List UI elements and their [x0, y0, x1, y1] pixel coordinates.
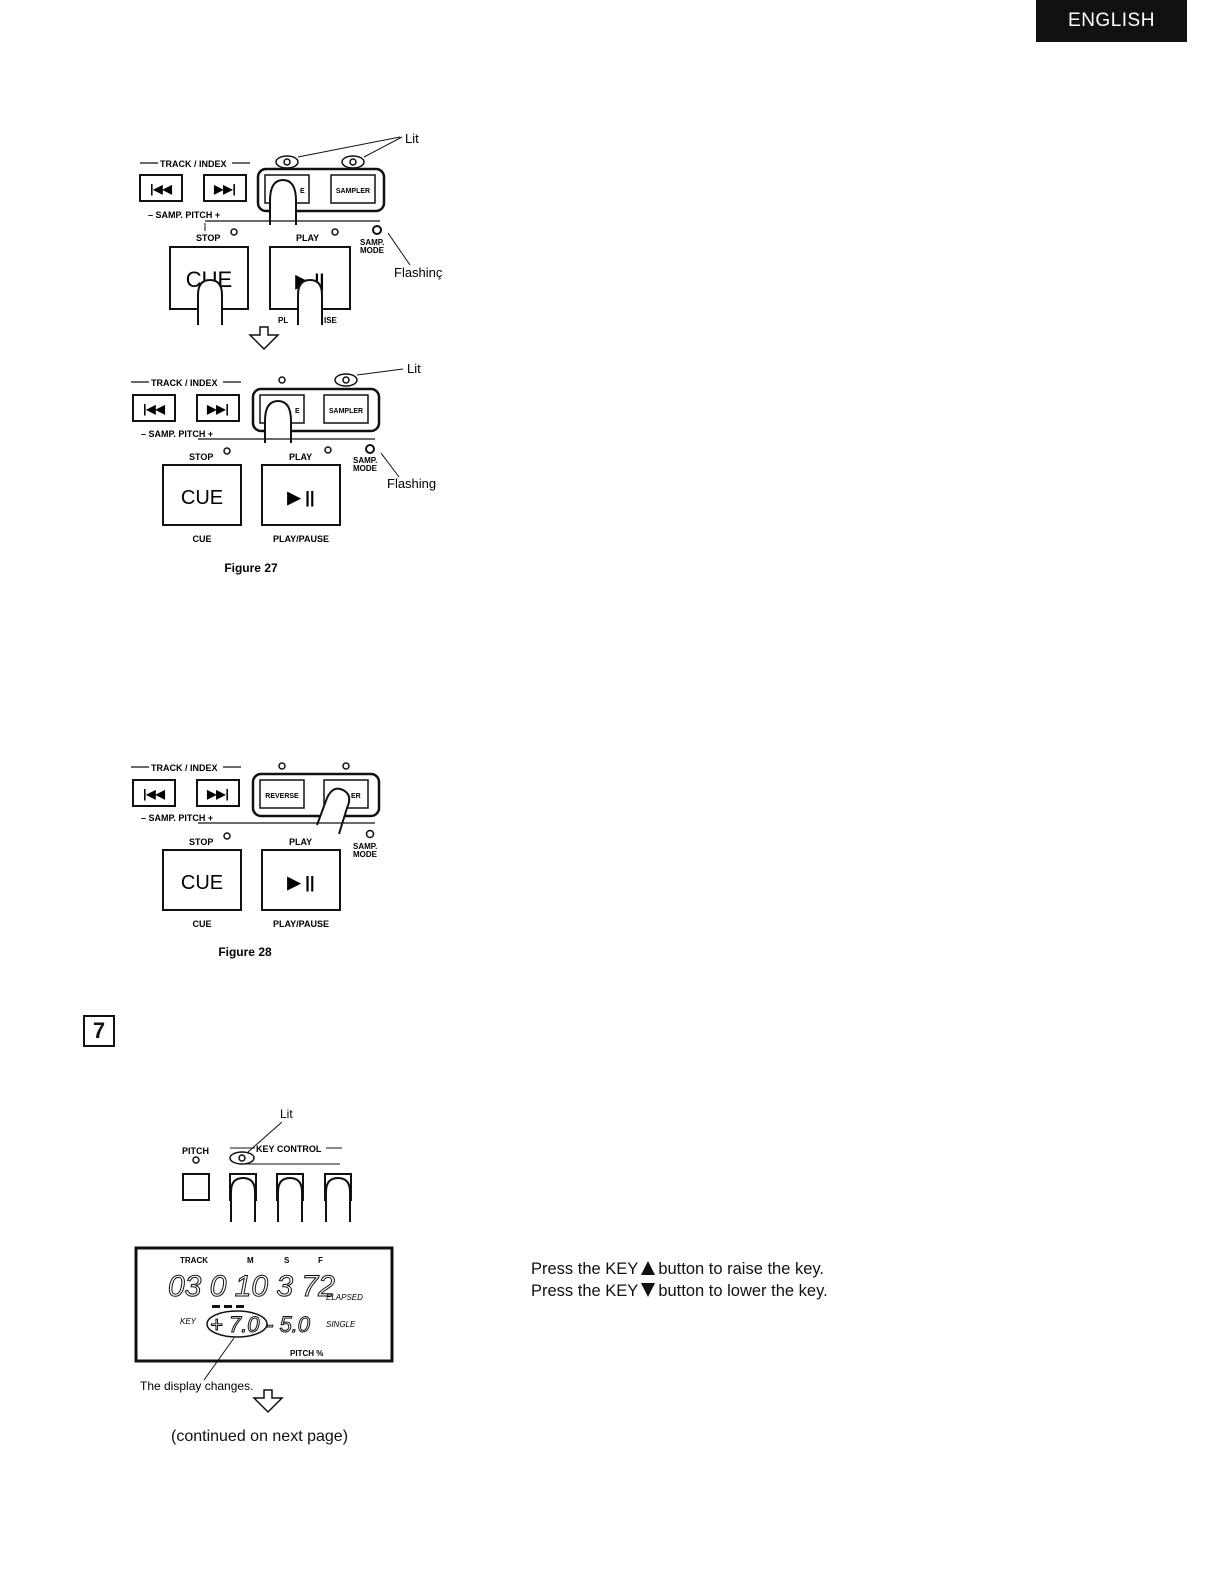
svg-text:STOP: STOP: [189, 837, 213, 847]
samp-pitch-label: – SAMP. PITCH +: [148, 210, 220, 220]
svg-text:SINGLE: SINGLE: [326, 1320, 356, 1329]
svg-text:KEY CONTROL: KEY CONTROL: [256, 1144, 322, 1154]
svg-text:TRACK / INDEX: TRACK / INDEX: [151, 378, 218, 388]
figure-27-caption: Figure 27: [224, 561, 278, 575]
svg-text:PLAY/PAUSE: PLAY/PAUSE: [273, 534, 329, 544]
key-control-figure: Lit PITCH KEY CONTROL TRACK M S F 03 0 1…: [130, 1100, 410, 1430]
svg-text:|◀◀: |◀◀: [143, 402, 166, 416]
figure-27-top: TRACK / INDEX |◀◀ ▶▶| – SAMP. PITCH + E …: [120, 125, 450, 350]
svg-text:KEY: KEY: [180, 1317, 197, 1326]
svg-text:STOP: STOP: [189, 452, 213, 462]
step-number: 7: [83, 1015, 115, 1047]
svg-text:ISE: ISE: [324, 316, 338, 325]
svg-text:E: E: [295, 408, 300, 415]
track-index-label: TRACK / INDEX: [160, 159, 227, 169]
svg-text:▶▶|: ▶▶|: [206, 402, 229, 416]
svg-text:STOP: STOP: [196, 233, 220, 243]
svg-text:MODE: MODE: [360, 246, 385, 255]
svg-text:- 5.0: - 5.0: [266, 1312, 311, 1337]
svg-text:PITCH %: PITCH %: [290, 1349, 323, 1358]
svg-text:CUE: CUE: [192, 919, 211, 929]
svg-text:CUE: CUE: [192, 534, 211, 544]
svg-text:PITCH: PITCH: [182, 1146, 209, 1156]
svg-text:E: E: [300, 188, 305, 195]
svg-text:TRACK / INDEX: TRACK / INDEX: [151, 763, 218, 773]
svg-text:SAMPLER: SAMPLER: [329, 408, 363, 415]
svg-text:MODE: MODE: [353, 850, 378, 859]
svg-text:TRACK: TRACK: [180, 1256, 208, 1265]
svg-text:CUE: CUE: [181, 487, 223, 509]
continued-note: (continued on next page): [171, 1428, 349, 1445]
figure-28: TRACK / INDEX |◀◀ ▶▶| – SAMP. PITCH + RE…: [113, 750, 413, 970]
svg-text:PLAY: PLAY: [289, 837, 312, 847]
svg-text:ER: ER: [351, 793, 361, 800]
svg-text:M: M: [247, 1256, 254, 1265]
svg-text:CUE: CUE: [181, 872, 223, 894]
svg-text:PL: PL: [278, 316, 288, 325]
svg-text:|◀◀: |◀◀: [150, 182, 173, 196]
svg-text:– SAMP. PITCH +: – SAMP. PITCH +: [141, 813, 213, 823]
svg-text:PLAY/PAUSE: PLAY/PAUSE: [273, 919, 329, 929]
figure-28-caption: Figure 28: [218, 945, 272, 959]
svg-text:▶ ||: ▶ ||: [286, 873, 314, 892]
svg-text:PLAY: PLAY: [296, 233, 319, 243]
lit-label-1: Lit: [405, 131, 419, 146]
svg-text:MODE: MODE: [353, 464, 378, 473]
svg-text:▶▶|: ▶▶|: [206, 787, 229, 801]
svg-text:PLAY: PLAY: [289, 452, 312, 462]
svg-text:03 0 10 3 72: 03 0 10 3 72: [168, 1270, 335, 1303]
svg-text:F: F: [318, 1256, 323, 1265]
svg-text:▶▶|: ▶▶|: [213, 182, 236, 196]
svg-text:ELAPSED: ELAPSED: [326, 1293, 363, 1302]
svg-text:SAMP.: SAMP.: [360, 238, 384, 247]
svg-text:▶ ||: ▶ ||: [286, 488, 314, 507]
svg-text:S: S: [284, 1256, 290, 1265]
lit-label-2: Lit: [407, 361, 421, 376]
svg-text:REVERSE: REVERSE: [265, 793, 299, 800]
figure-27-bottom: TRACK / INDEX |◀◀ ▶▶| – SAMP. PITCH + E …: [113, 355, 453, 585]
flashing-label-1: Flashinç: [394, 265, 443, 280]
triangle-up-icon: [641, 1261, 656, 1275]
display-changes-label: The display changes.: [140, 1379, 253, 1393]
svg-text:SAMP.: SAMP.: [353, 456, 377, 465]
svg-text:– SAMP. PITCH +: – SAMP. PITCH +: [141, 429, 213, 439]
svg-text:|◀◀: |◀◀: [143, 787, 166, 801]
svg-text:SAMPLER: SAMPLER: [336, 188, 370, 195]
flashing-label-2: Flashing: [387, 476, 436, 491]
svg-text:+ 7.0: + 7.0: [210, 1312, 260, 1337]
language-tab: ENGLISH: [1036, 0, 1187, 42]
svg-text:SAMP.: SAMP.: [353, 842, 377, 851]
lit-label-3: Lit: [280, 1107, 293, 1121]
triangle-down-icon: [641, 1283, 656, 1297]
